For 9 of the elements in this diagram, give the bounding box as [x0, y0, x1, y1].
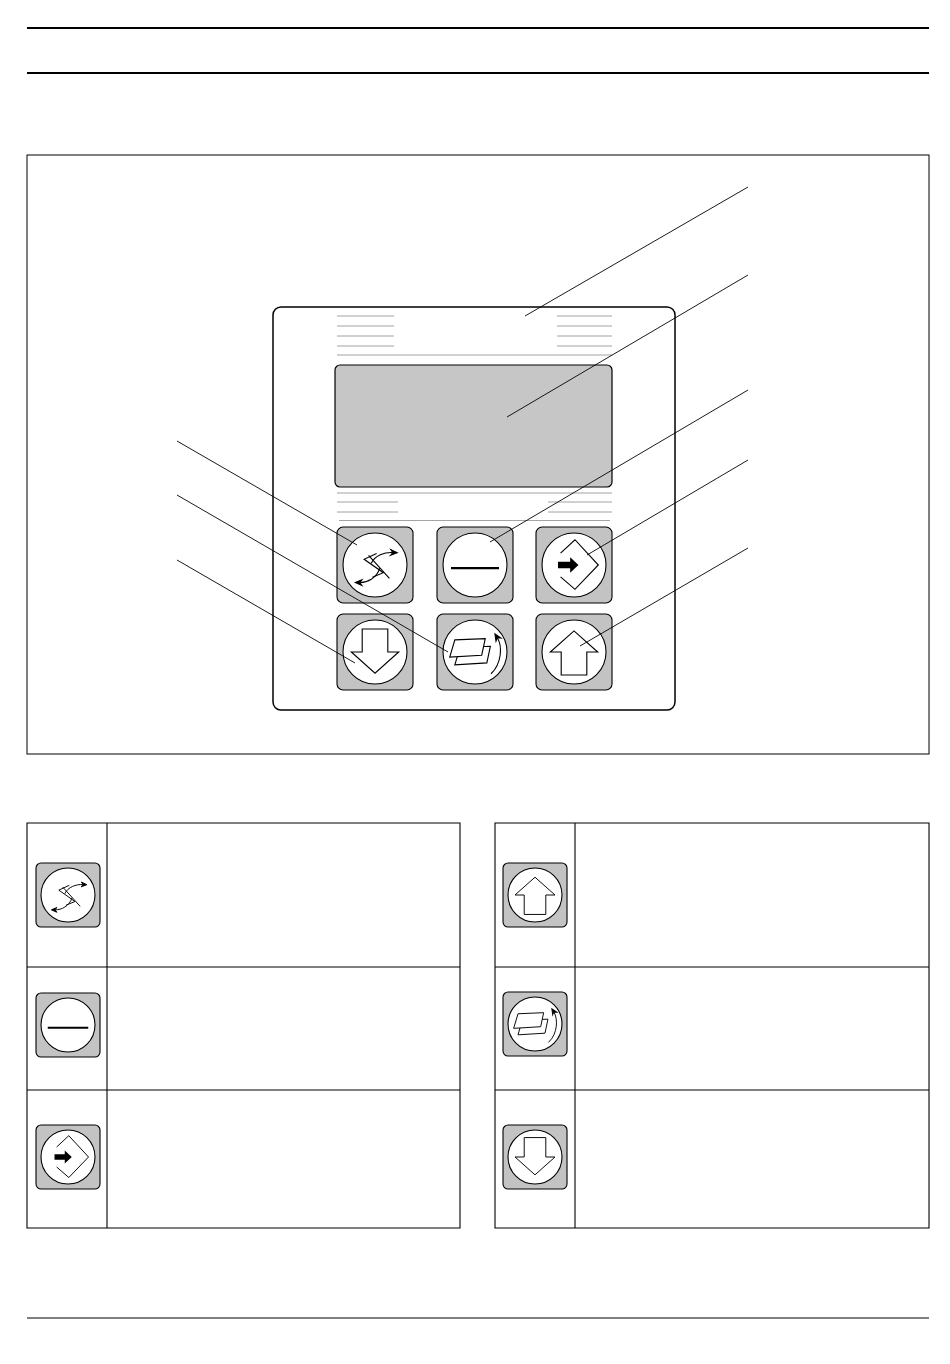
leader-line: [489, 389, 749, 543]
leader-line: [176, 559, 356, 664]
leader-line: [586, 459, 749, 556]
leader-line: [579, 547, 749, 647]
leader-line: [176, 440, 358, 546]
leader-line: [506, 274, 749, 418]
leader-line: [524, 186, 749, 317]
display-screen: [334, 364, 613, 488]
leader-line: [176, 494, 449, 653]
